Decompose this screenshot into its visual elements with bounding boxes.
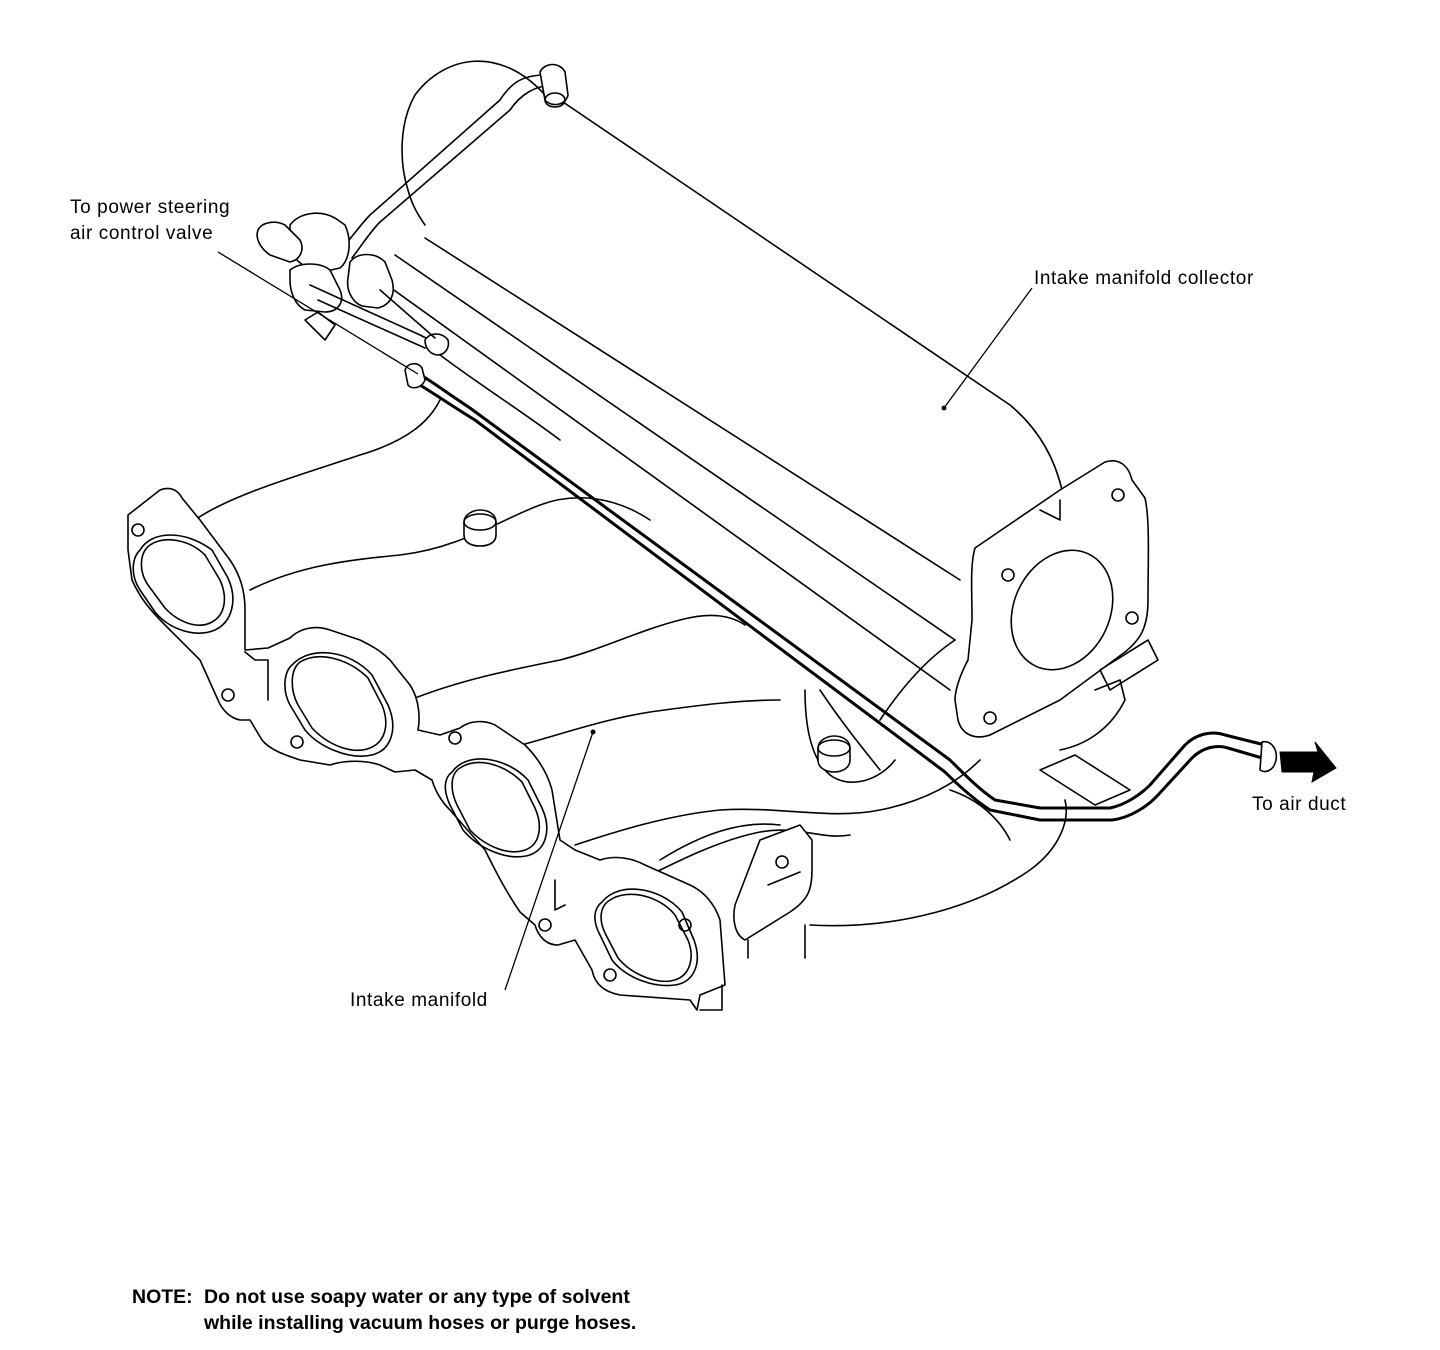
leader-power-steering [217,251,419,375]
label-air-duct: To air duct [1252,794,1346,815]
leader-collector [943,287,1033,409]
installation-note: NOTE: Do not use soapy water or any type… [132,1284,636,1336]
arrow-to-air-duct [1279,741,1337,783]
manifold-flange [127,487,726,1011]
collector-body [379,60,1063,721]
manifold-runners [194,399,1067,959]
hose-to-air-duct [404,362,1278,822]
note-heading: NOTE: [132,1286,193,1308]
leader-manifold [504,731,594,991]
throttle-flange [954,460,1159,751]
label-power-steering-line2: air control valve [70,223,213,244]
note-line-2: while installing vacuum hoses or purge h… [204,1312,637,1334]
hose-power-steering [339,63,569,259]
label-collector: Intake manifold collector [1034,268,1254,289]
air-control-valve [256,212,450,356]
note-line-1: Do not use soapy water or any type of so… [204,1286,630,1308]
label-manifold: Intake manifold [350,990,488,1011]
label-power-steering-line1: To power steering [70,197,230,218]
leader-lines [217,251,1033,991]
